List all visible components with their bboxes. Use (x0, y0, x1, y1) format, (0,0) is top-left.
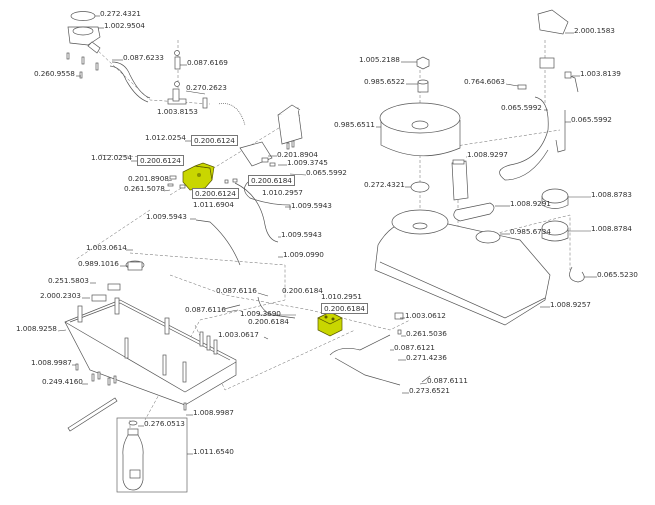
part-label: 1.012.0254 (145, 133, 186, 142)
part-label: 1.011.6540 (193, 447, 234, 456)
part-label: 0.272.4321 (100, 9, 141, 18)
part-label: 1.003.8153 (157, 107, 198, 116)
part-label: 0.251.5803 (48, 276, 89, 285)
part-label: 0.270.2623 (186, 83, 227, 92)
part-label: 0.065.5992 (501, 103, 542, 112)
corrugated-hose (217, 101, 247, 126)
part-label: 1.008.9987 (31, 358, 72, 367)
part-label: 0.985.6522 (364, 77, 405, 86)
leader-lines (57, 15, 597, 455)
part-label: 0.260.9558 (34, 69, 75, 78)
highlighted-valve-1-010-2951 (317, 311, 343, 337)
part-label: 1.008.9297 (467, 150, 508, 159)
part-label: 0.087.6111 (427, 376, 468, 385)
part-label: 0.201.8904 (277, 150, 318, 159)
part-label: 0.200.6124 (192, 188, 239, 199)
tubing-lines (195, 181, 291, 266)
part-label: 0.273.6521 (409, 386, 450, 395)
part-label: 0.200.6184 (321, 303, 368, 314)
part-label: 0.087.6121 (394, 343, 435, 352)
part-label: 1.003.8139 (580, 69, 621, 78)
part-label: 0.764.6063 (464, 77, 505, 86)
part-label: 0.200.6124 (191, 135, 238, 146)
part-label: 0.985.6511 (334, 120, 375, 129)
part-label: 0.200.6124 (137, 155, 184, 166)
t-connector (167, 50, 208, 109)
part-label: 0.087.6116 (216, 286, 257, 295)
part-label: 1.009.3690 (240, 309, 281, 318)
part-label: 0.200.6184 (282, 286, 323, 295)
part-label: 0.087.6169 (187, 58, 228, 67)
part-label: 1.003.0617 (218, 330, 259, 339)
part-label: 0.200.6184 (248, 317, 289, 326)
part-label: 1.012.0254 (91, 153, 132, 162)
part-label: 0.087.6116 (185, 305, 226, 314)
part-label: 1.008.9258 (16, 324, 57, 333)
right-slot-parts (453, 188, 585, 283)
part-label: 1.009.3745 (287, 158, 328, 167)
part-label: 1.010.2957 (262, 188, 303, 197)
part-label: 1.005.2188 (359, 55, 400, 64)
rod (67, 397, 118, 432)
water-tank (64, 297, 237, 406)
part-label: 0.201.8908 (128, 174, 169, 183)
part-label: 1.008.8783 (591, 190, 632, 199)
small-fittings (167, 175, 238, 189)
part-label: 0.065.5992 (306, 168, 347, 177)
part-label: 2.000.2303 (40, 291, 81, 300)
part-label: 0.087.6233 (123, 53, 164, 62)
part-label: 1.009.5943 (146, 212, 187, 221)
column-1-008-9297 (451, 159, 469, 201)
part-label: 1.003.0614 (86, 243, 127, 252)
part-label: 1.010.2951 (321, 292, 362, 301)
part-label: 0.271.4236 (406, 353, 447, 362)
highlighted-valve-1-011-6904 (182, 162, 215, 191)
part-label: 2.000.1583 (574, 26, 615, 35)
part-label: 1.002.9504 (104, 21, 145, 30)
part-label: 1.011.6904 (193, 200, 234, 209)
top-disc-0-985-6511 (379, 102, 461, 157)
part-label: 1.009.5943 (291, 201, 332, 210)
hose-0-087-6233 (109, 61, 151, 103)
part-label: 0.985.6734 (510, 227, 551, 236)
part-label: 0.261.5036 (406, 329, 447, 338)
part-label: 0.065.5230 (597, 270, 638, 279)
lower-disc (391, 209, 449, 235)
part-label: 1.003.0612 (405, 311, 446, 320)
part-label: 0.249.4160 (42, 377, 83, 386)
part-label: 1.008.9291 (510, 199, 551, 208)
tank-cap-parts (75, 260, 187, 411)
part-label: 0.200.6184 (248, 175, 295, 186)
part-label: 1.008.9257 (550, 300, 591, 309)
part-label: 0.276.0513 (144, 419, 185, 428)
part-label: 1.009.5943 (281, 230, 322, 239)
cap-and-spout (499, 9, 579, 181)
part-label: 0.989.1016 (78, 259, 119, 268)
part-label: 0.065.5992 (571, 115, 612, 124)
bottle-1-011-6540 (116, 417, 188, 493)
funnel-assembly (66, 11, 101, 79)
part-label: 1.008.9987 (193, 408, 234, 417)
valve-bracket (239, 104, 303, 167)
part-label: 1.009.0990 (283, 250, 324, 259)
part-label: 0.261.5078 (124, 184, 165, 193)
part-label: 1.008.8784 (591, 224, 632, 233)
part-label: 0.272.4321 (364, 180, 405, 189)
